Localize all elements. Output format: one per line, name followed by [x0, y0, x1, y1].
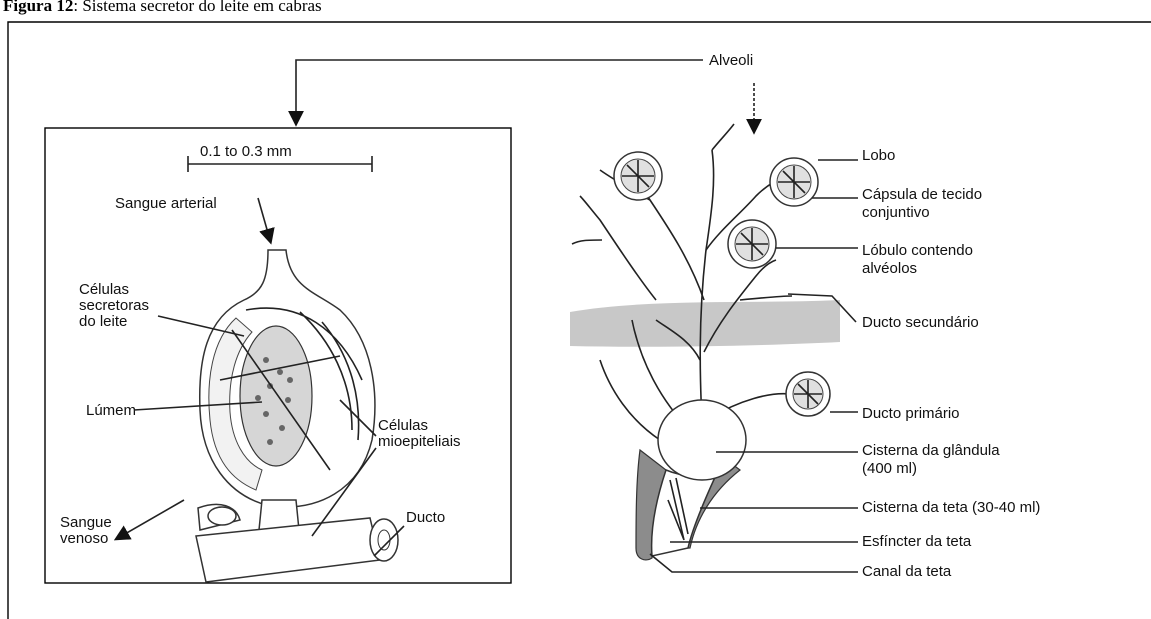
label-esfincter: Esfíncter da teta: [862, 533, 972, 550]
label-lumem: Lúmem: [86, 402, 136, 419]
label-cisterna-glandula: Cisterna da glândula(400 ml): [862, 442, 1000, 477]
label-ducto: Ducto: [406, 509, 445, 526]
connective-band: [570, 300, 840, 347]
venous-arrow: [118, 500, 184, 538]
lobule-middle: [728, 220, 776, 268]
duct-tree: [572, 124, 792, 440]
lobule-top-right: [770, 158, 818, 206]
label-ducto-secundario: Ducto secundário: [862, 314, 979, 331]
lobule-top-left: [614, 152, 662, 200]
lobule-lower: [786, 372, 830, 416]
label-cisterna-teta: Cisterna da teta (30-40 ml): [862, 499, 1040, 516]
label-scale: 0.1 to 0.3 mm: [200, 143, 292, 160]
label-canal: Canal da teta: [862, 563, 952, 580]
udder-cistern: [636, 400, 746, 560]
label-lobo: Lobo: [862, 147, 895, 164]
label-alveoli: Alveoli: [709, 52, 753, 69]
alveolus-illustration: [196, 250, 398, 582]
label-sangue-arterial: Sangue arterial: [115, 195, 217, 212]
label-ducto-primario: Ducto primário: [862, 405, 960, 422]
arterial-arrow: [258, 198, 270, 240]
alveoli-connector: [296, 60, 703, 122]
leader-canal: [650, 554, 858, 572]
